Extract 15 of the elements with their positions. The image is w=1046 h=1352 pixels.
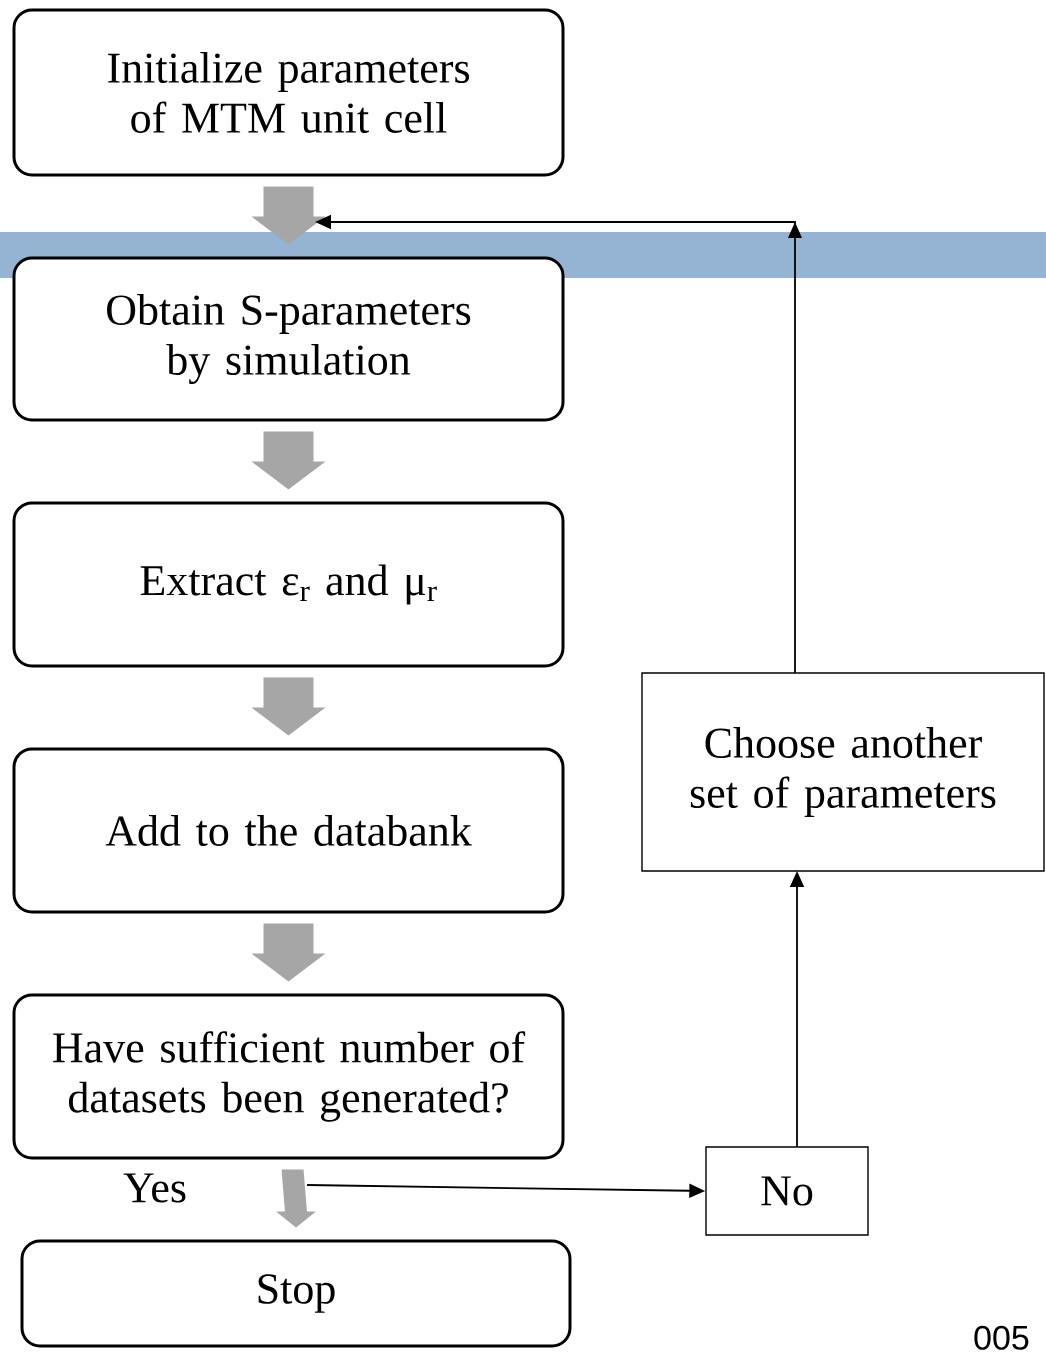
box: Choose another set of parameters [641, 672, 1045, 872]
box: No [705, 1146, 869, 1236]
block-arrow [276, 1169, 316, 1228]
block-arrow [251, 923, 326, 982]
block-arrow [251, 677, 326, 736]
page-number: 005 [974, 1325, 1029, 1350]
block-arrow [251, 431, 326, 490]
process-box: Stop [20, 1239, 572, 1348]
process-box: Have sufficient number of datasets been generated? [12, 993, 565, 1160]
process-box: Initialize parameters of MTM unit cell [12, 8, 565, 177]
block-arrow [251, 186, 326, 245]
process-box: Obtain S-parameters by simulation [12, 256, 565, 422]
process-box: Extract ε$_{r}$ and μ$_{r}$ [12, 501, 565, 668]
edge-label: Yes [123, 1173, 186, 1203]
process-box: Add to the databank [12, 747, 565, 914]
